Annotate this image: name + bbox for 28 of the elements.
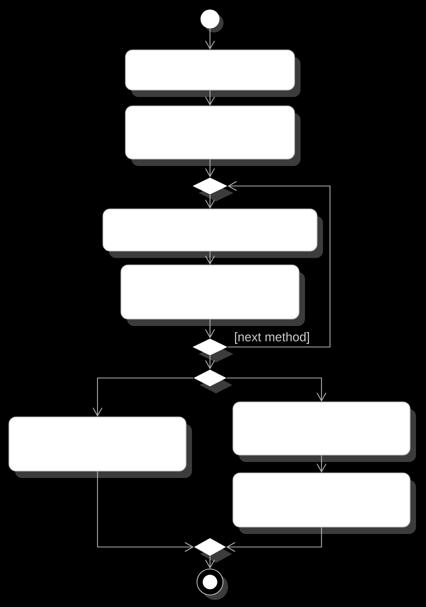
decision-diamond <box>194 538 232 563</box>
decision-diamond <box>194 370 232 394</box>
action-box <box>232 472 416 534</box>
flow-arrow <box>205 194 215 209</box>
decision-diamond <box>192 338 234 362</box>
flow-arrow <box>205 90 215 106</box>
action-box <box>232 402 416 462</box>
action-box <box>125 106 300 166</box>
initial-node <box>200 10 224 32</box>
flow-arrow <box>92 378 194 417</box>
flow-arrow <box>205 251 215 265</box>
flow-arrow <box>205 159 215 178</box>
flow-arrow <box>226 378 326 402</box>
flow-arrow <box>205 556 215 569</box>
flow-arrow <box>226 527 322 552</box>
flow-arrow <box>205 28 215 50</box>
action-box <box>102 208 323 258</box>
edge-label: [next method] <box>234 332 310 344</box>
flow-arrow <box>227 181 330 348</box>
flow-arrow <box>316 455 326 473</box>
action-box <box>8 416 192 478</box>
flow-arrow <box>205 355 215 370</box>
action-box <box>125 50 300 97</box>
flow-arrow <box>205 319 215 338</box>
decision-diamond <box>192 178 234 202</box>
final-node <box>196 568 228 600</box>
action-box <box>120 264 305 326</box>
flow-arrow <box>97 471 194 552</box>
